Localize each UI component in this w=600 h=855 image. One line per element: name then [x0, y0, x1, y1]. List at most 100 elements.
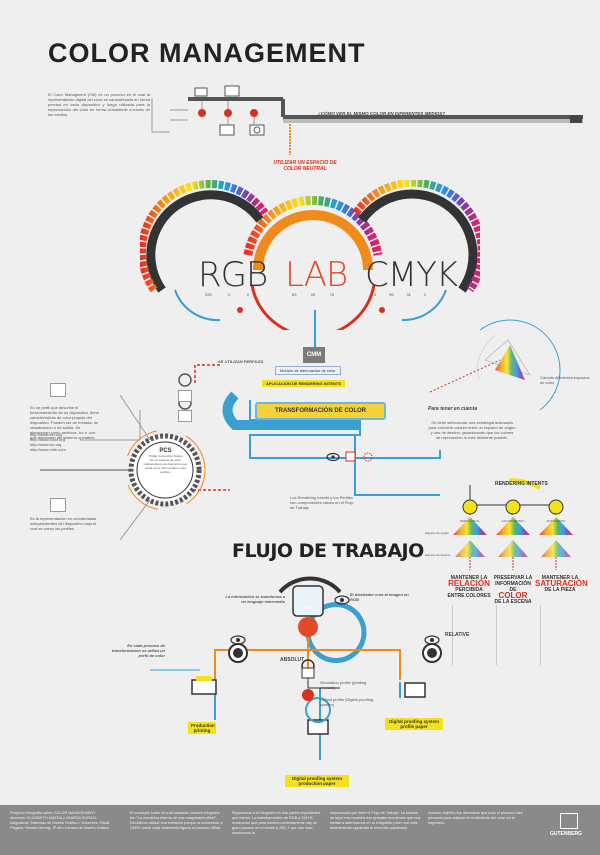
column-details-saturation — [540, 605, 577, 665]
rendering-intents-title: RENDERING INTENTS — [495, 481, 548, 487]
rgb-value-r: 255 — [205, 292, 212, 297]
rgb-values: 255 0 0 — [205, 292, 249, 297]
row-label-origin: Espacio de origen — [425, 531, 450, 535]
cmyk-gauge — [352, 180, 480, 322]
col-head-bottom: DE LA PIEZA — [544, 587, 576, 593]
link-item[interactable]: http://www.color.org — [30, 437, 65, 442]
document-icon — [50, 498, 66, 512]
intro-text: El Color Managment (CM) es un proceso en… — [48, 92, 150, 117]
footer-workflow: importancia que tiene el Flujo de Trabaj… — [330, 811, 421, 830]
color-space-gauges — [140, 180, 480, 330]
proofing-printer-icon — [404, 682, 426, 698]
dps-profile-label: Digital proofing system profile paper — [385, 718, 443, 730]
lab-value-l: 63 — [292, 292, 297, 297]
simulation-profile: Simulation profile (printing process) — [320, 680, 367, 690]
relative-label: RELATIVE — [445, 632, 470, 638]
cmyk-value-c: 0 — [374, 292, 377, 297]
column-details-perceptual — [452, 605, 489, 665]
col-head-big: SATURACIÓN — [535, 579, 588, 588]
footer-objective: Nuestro objetivo fue demostrar que todo … — [428, 811, 523, 825]
pcs-label: PCS — [159, 448, 172, 454]
camera-icon — [249, 124, 265, 136]
gutenberg-logo-text: GUTENBERG — [550, 831, 582, 837]
workflow-title: FLUJO DE TRABAJO — [232, 540, 424, 562]
col-head-top: MANTENER LA — [450, 575, 488, 581]
footer-concept: El concepto sobre el cual basamos nuestr… — [130, 811, 223, 830]
scanner-icon — [194, 87, 208, 97]
intent-saturation-icon — [539, 499, 573, 557]
intent-colorimetric-icon — [496, 499, 530, 557]
printer-icon — [305, 697, 331, 735]
col-head-big: RELACIÓN — [448, 579, 490, 588]
rgb-value-b: 0 — [246, 292, 249, 297]
left-profile-note: Es un perfil que describe el funcionamie… — [30, 405, 99, 440]
profiles-note: SE UTILIZAN PERFILES — [218, 359, 264, 364]
output-profile: Output profile (Digital proofing system) — [320, 697, 374, 707]
lab-label: LAB — [285, 255, 348, 295]
absolut-label: ABSOLUT — [280, 657, 305, 663]
intent-column-colorimetric: PRESERVAR LA INFORMACIÓN DE COLOR DE LA … — [491, 575, 535, 605]
neutral-space-label: UTILIZAR UN ESPACIO DE COLOR NEUTRAL — [273, 160, 337, 172]
printer-icon — [178, 410, 192, 422]
document-icon — [50, 383, 66, 397]
cmyk-value-m: 96 — [389, 292, 394, 297]
gutenberg-logo-icon — [560, 813, 578, 829]
col-head-top: PRESERVAR LA INFORMACIÓN DE — [493, 575, 533, 593]
transform-banner: TRANSFORMACIÓN DE COLOR — [255, 402, 386, 420]
gamut-caption: Gamuts diferentes espacios de color — [540, 375, 590, 385]
pcs-sublabel: Profile Connection Space — [148, 454, 183, 458]
rgb-label: RGB — [198, 255, 268, 295]
rgb-value-g: 0 — [228, 292, 231, 297]
row-label-destination: Espacio de destino — [425, 553, 451, 557]
col-head-top: MANTENER LA — [541, 575, 579, 581]
cmyk-label: CMYK — [365, 255, 458, 295]
printer-icon — [224, 85, 240, 97]
workflow-diagram — [150, 576, 442, 760]
device-pipeline — [151, 85, 583, 155]
designer-note: El diseñador crea la imagen en RGB — [350, 592, 409, 602]
links-list: http://www.eci.org http://www.color.org … — [30, 432, 100, 452]
gamut-chart-icon — [476, 334, 531, 381]
col-head-bottom: DE LA ESCENA — [494, 599, 532, 605]
col-head-big: COLOR — [498, 591, 528, 600]
link-item[interactable]: http://www.eci.org — [30, 432, 62, 437]
eye-icon — [334, 595, 350, 605]
info-note: La información se transforma a un lengua… — [225, 594, 285, 604]
workflow-hub-label: LAB — [303, 605, 313, 610]
pcs-desc: Es un espacio de color independiente de … — [143, 458, 188, 474]
pcs-block: PCS Profile Connection Space Es un espac… — [143, 448, 188, 474]
process-note: En cada proceso de transformación se uti… — [111, 643, 165, 658]
eye-icon — [326, 452, 340, 462]
monitor-icon — [178, 390, 192, 402]
cmyk-value-y: 91 — [406, 292, 411, 297]
link-item[interactable]: http://www.xrite.com — [30, 447, 66, 452]
cmm-box: CMM — [303, 347, 325, 363]
eye-icon — [230, 635, 246, 645]
eye-icon — [424, 635, 440, 645]
footer: Proyecto Infografía sobre COLOR MANAGEME… — [0, 805, 600, 855]
cmyk-value-k: 0 — [423, 292, 426, 297]
intent-tag-saturation: SATURATION — [546, 519, 566, 523]
col-head-bottom: PERCIBIDA ENTRE COLORES — [447, 587, 491, 599]
cmyk-values: 0 96 91 0 — [374, 292, 426, 297]
lab-gauge — [243, 195, 383, 330]
rendering-intents-diagram — [453, 499, 573, 570]
cmm-sublabel: Módulo de adecuación de color — [275, 366, 341, 375]
rendering-desc: Se debe seleccionar una estrategia adecu… — [428, 420, 516, 440]
link-item[interactable]: http://www.icc.org — [30, 442, 62, 447]
lab-value-b: 78 — [329, 292, 334, 297]
rgb-gauge — [140, 180, 269, 322]
account-note: Para tener en cuenta — [428, 406, 478, 412]
question-text: ¿CÓMO VER EL MISMO COLOR EN DIFERENTES M… — [318, 111, 446, 116]
intent-tag-perceptual: PERCEPTUAL — [459, 519, 480, 523]
footer-credits: Proyecto Infografía sobre COLOR MANAGEME… — [10, 811, 110, 830]
intent-tag-colorimetric: COLORIMETRIC — [501, 519, 525, 523]
footer-structure: Separamos a la infografía en dos partes … — [232, 811, 321, 835]
rendering-note: APLICACIÓN DE RENDERING INTENTS — [262, 380, 345, 387]
intent-perceptual-icon — [453, 499, 487, 557]
cmm-pipeline — [40, 310, 561, 541]
dps-production-label: Digital proofing system production paper — [285, 775, 349, 787]
printer-icon — [191, 676, 217, 695]
rendering-workflow-note: Los Rendering Intents y los Perfiles son… — [290, 495, 354, 510]
page-title: COLOR MANAGEMENT — [48, 38, 366, 68]
